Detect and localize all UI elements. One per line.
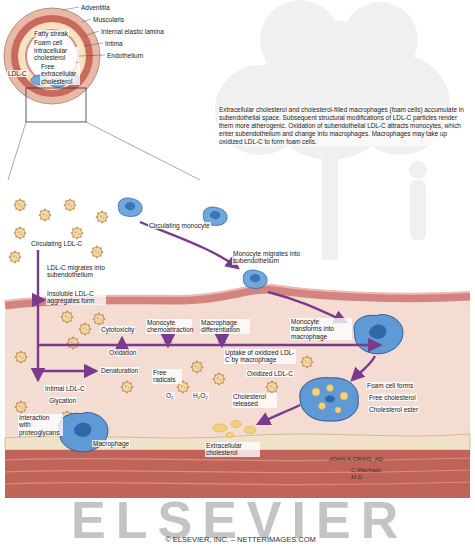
particle-label: Intimal LDL-C xyxy=(44,385,86,392)
layer-label: Muscularis xyxy=(92,16,125,23)
cell-label: Foam cell forms xyxy=(366,382,414,389)
inset-label: Foam cell xyxy=(33,39,63,46)
process-arrows xyxy=(38,222,380,424)
process-label: Monocyte migrates into subendothelium xyxy=(232,250,307,265)
ldl-particles xyxy=(9,199,314,424)
cell-label: Cholesterol ester xyxy=(368,406,419,413)
chemical-label: O₂ xyxy=(165,392,175,399)
inset-label: Free extracellular cholesterol xyxy=(40,63,80,85)
process-label: Cholesterol released xyxy=(232,393,277,408)
chemical-label: H₂O₂ xyxy=(192,392,209,399)
layer-label: Adventitia xyxy=(80,4,111,11)
inset-label: Fatty streak xyxy=(33,30,69,37)
process-label: Uptake of oxidized LDL-C by macrophage xyxy=(224,349,296,364)
caption-text: Extracellular cholesterol and cholestero… xyxy=(218,106,468,146)
layer-label: Internal elastic lamina xyxy=(100,28,165,35)
process-label: Cytotoxicity xyxy=(100,326,135,333)
inset-label: intracellular cholesterol xyxy=(33,47,79,62)
cell-label: Extracellular cholesterol xyxy=(205,442,260,457)
cell-label: Free cholesterol xyxy=(368,394,417,401)
layer-label: Intima xyxy=(104,40,124,47)
process-label: Monocyte chemoattraction xyxy=(146,319,192,334)
process-label: LDL-C migrates into subendothelium xyxy=(46,264,116,279)
process-label: Macrophage differentiation xyxy=(200,319,250,334)
short-arrows xyxy=(167,344,169,346)
signature: JOHN A.CRAIG_AD xyxy=(328,456,384,463)
process-label: Monocyte transforms into macrophage xyxy=(290,318,352,340)
particle-label: Oxidized LDL-C xyxy=(246,370,294,377)
up-arrows xyxy=(164,337,226,343)
particle-label: Circulating LDL-C xyxy=(30,240,83,247)
copyright-line: © ELSEVIER, INC. – NETTERIMAGES.COM xyxy=(3,536,475,545)
cell-label: Macrophage xyxy=(92,440,130,447)
process-label: Glycation xyxy=(48,397,77,404)
vessel-cross-section xyxy=(4,7,200,180)
signature: C.Machado M.D. xyxy=(350,467,390,481)
process-label: Oxidation xyxy=(108,349,137,356)
process-label: Denaturation xyxy=(100,367,139,374)
vessel-wall xyxy=(5,285,470,498)
process-label: Insoluble LDL-C aggregates form xyxy=(46,290,106,305)
cells xyxy=(59,198,403,452)
layer-label: Endothelium xyxy=(106,52,144,59)
process-label: Interaction with proteoglycans xyxy=(18,414,63,436)
chemical-label: Free radicals xyxy=(152,369,182,384)
inset-label: LDL-C xyxy=(7,70,28,77)
cell-label: Circulating monocyte xyxy=(148,222,211,229)
